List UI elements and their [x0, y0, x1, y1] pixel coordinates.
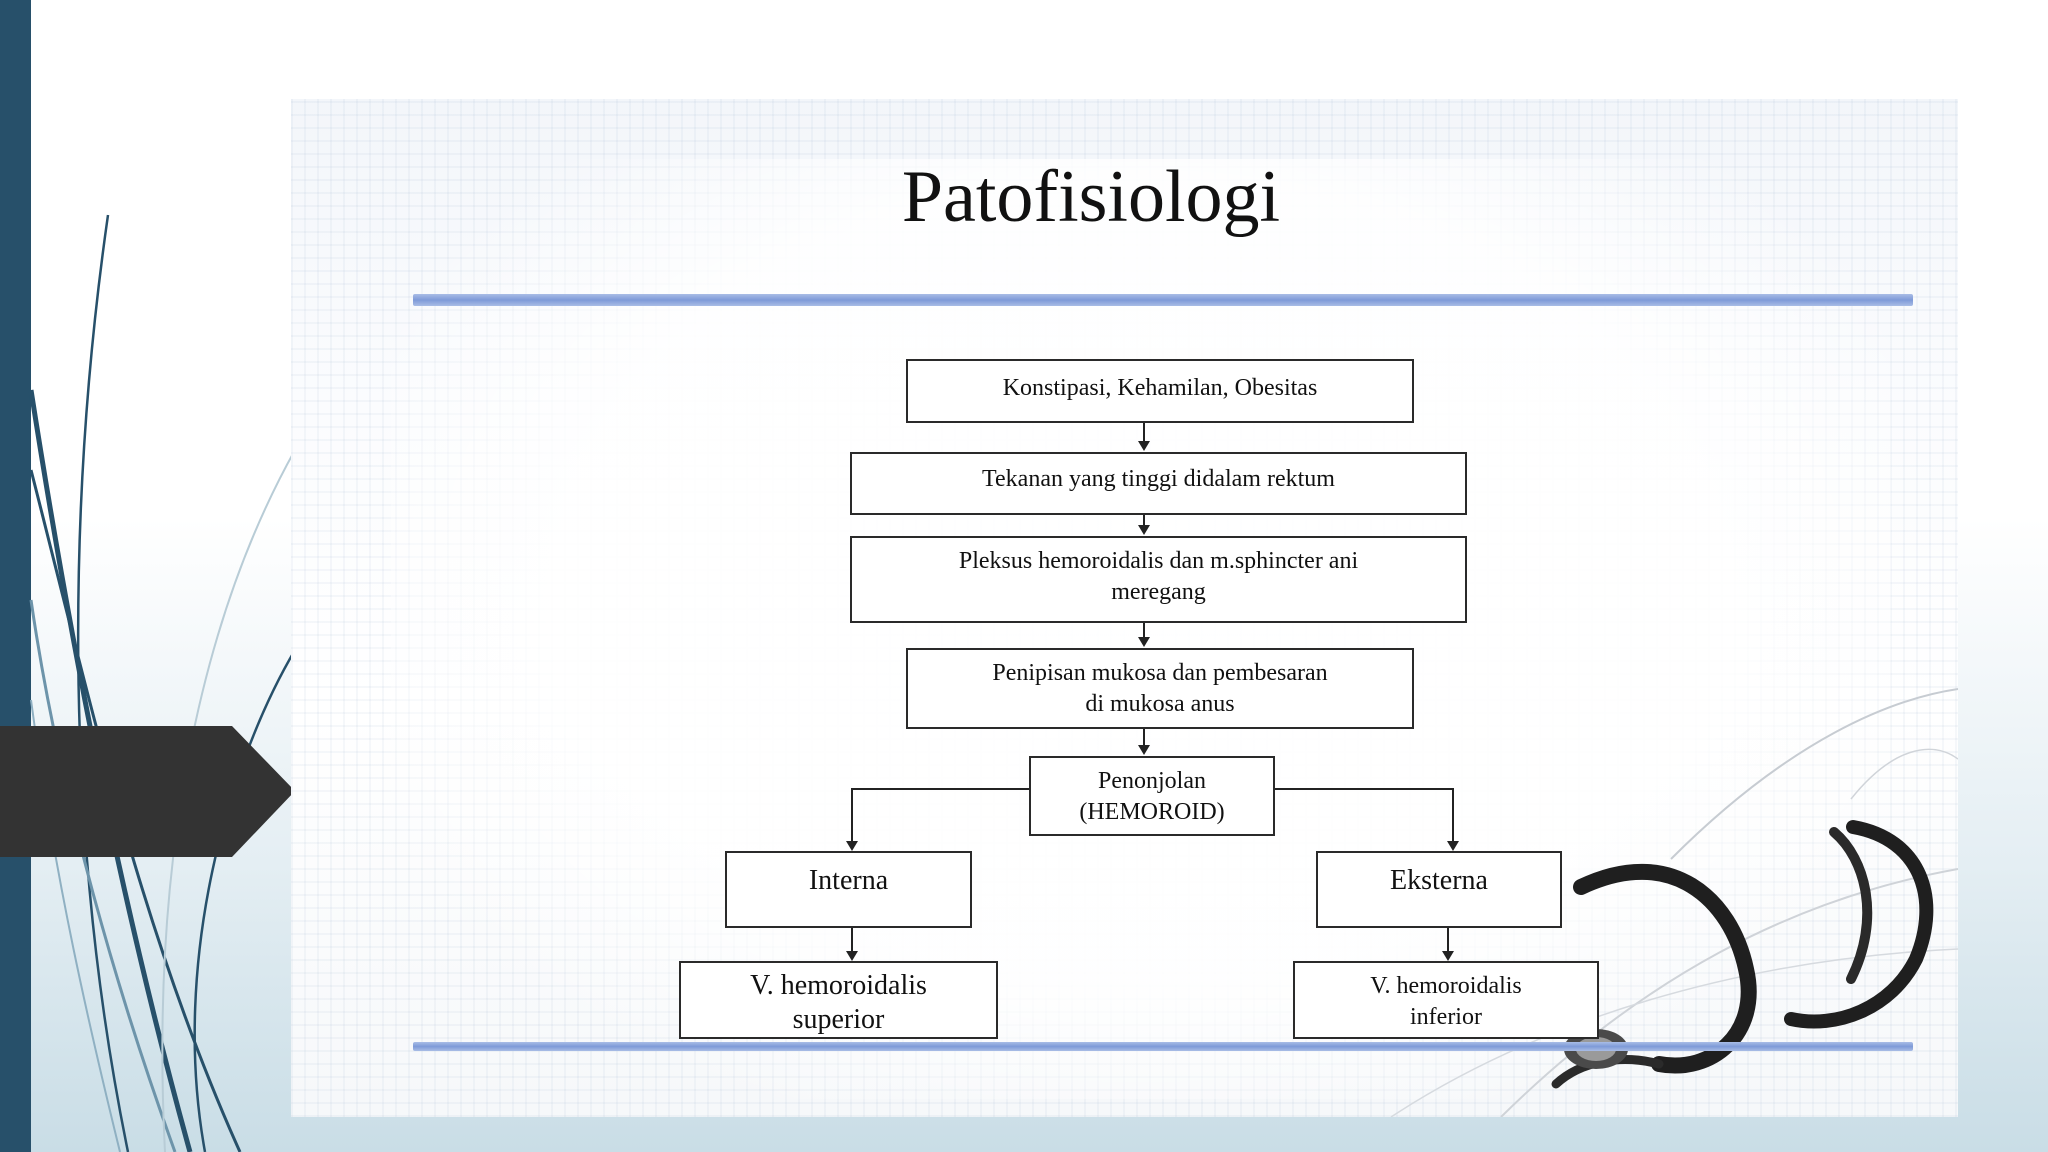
arrowheads	[846, 441, 1459, 961]
box-superior-line-2: superior	[792, 1003, 885, 1035]
bottom-divider	[413, 1042, 1913, 1051]
arrowhead	[846, 841, 858, 851]
box-causes-text: Konstipasi, Kehamilan, Obesitas	[1002, 375, 1318, 401]
top-divider	[413, 294, 1913, 306]
connector-line	[1274, 788, 1454, 841]
box-inferior-line-2: inferior	[1410, 1003, 1482, 1030]
arrowhead	[1442, 951, 1454, 961]
arrowhead	[1138, 745, 1150, 755]
arrowhead	[1138, 637, 1150, 647]
slide-title: Patofisiologi	[901, 156, 1281, 238]
box-external-text: Eksterna	[1390, 865, 1488, 896]
box-superior-line-1: V. hemoroidalis	[750, 970, 927, 1001]
box-internal: Interna	[725, 851, 972, 928]
box-inferior: V. hemoroidalis inferior	[1293, 961, 1599, 1039]
left-accent-bar	[0, 0, 31, 1152]
box-superior: V. hemoroidalis superior	[679, 961, 998, 1039]
connectors	[851, 422, 1454, 951]
arrowhead	[846, 951, 858, 961]
box-plexus-line-2: meregang	[1111, 578, 1206, 605]
stethoscope-icon	[1551, 820, 1934, 1089]
arrowhead	[1138, 525, 1150, 535]
decor-curve	[1670, 688, 1958, 860]
box-internal-text: Interna	[808, 865, 889, 896]
arrow-tab-shape	[0, 726, 295, 857]
box-inferior-line-1: V. hemoroidalis	[1370, 973, 1522, 999]
box-protrusion: Penonjolan (HEMOROID)	[1029, 756, 1275, 836]
decor-curve	[1390, 948, 1958, 1117]
decor-curve	[1850, 748, 1958, 800]
box-pressure: Tekanan yang tinggi didalam rektum	[850, 452, 1467, 515]
slide-image: Patofisiologi Konstipasi, Kehamilan, Obe…	[291, 99, 1958, 1117]
box-plexus: Pleksus hemoroidalis dan m.sphincter ani…	[850, 536, 1467, 623]
box-protrusion-line-1: Penonjolan	[1098, 768, 1206, 794]
box-thinning: Penipisan mukosa dan pembesaran di mukos…	[906, 648, 1414, 729]
slide-graphics	[846, 422, 1958, 1117]
box-external: Eksterna	[1316, 851, 1562, 928]
box-thinning-line-2: di mukosa anus	[1085, 690, 1235, 717]
decor-curve	[1500, 868, 1958, 1117]
arrowhead	[1447, 841, 1459, 851]
connector-line	[851, 788, 1029, 841]
background-wash	[391, 159, 1891, 1099]
box-protrusion-line-2: (HEMOROID)	[1079, 798, 1225, 825]
box-plexus-line-1: Pleksus hemoroidalis dan m.sphincter ani	[958, 548, 1359, 574]
decorative-curves	[28, 214, 297, 1152]
box-thinning-line-1: Penipisan mukosa dan pembesaran	[992, 660, 1328, 686]
box-causes: Konstipasi, Kehamilan, Obesitas	[906, 359, 1414, 423]
arrowhead	[1138, 441, 1150, 451]
box-pressure-text: Tekanan yang tinggi didalam rektum	[982, 466, 1335, 492]
